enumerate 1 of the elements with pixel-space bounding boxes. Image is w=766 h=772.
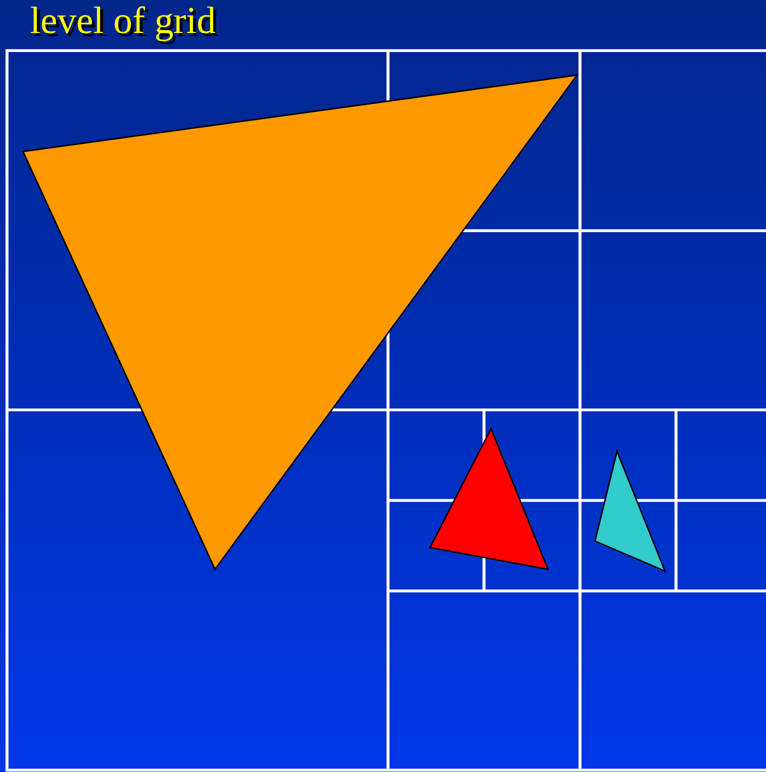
title: level of grid [30,0,216,42]
